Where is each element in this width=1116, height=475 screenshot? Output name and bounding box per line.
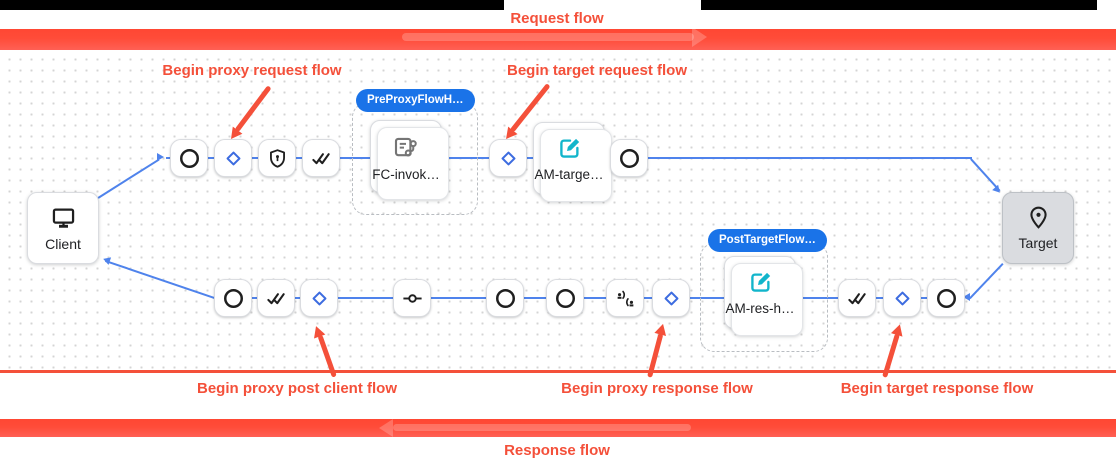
step-node-response-diamond[interactable] [883, 279, 921, 317]
request-flow-label: Request flow [510, 10, 604, 27]
step-node-response-diamond[interactable] [652, 279, 690, 317]
policy-card-label: AM-targe… [534, 167, 604, 182]
annotation-label: Begin target response flow [840, 380, 1034, 397]
connector-line [220, 297, 964, 299]
target-label: Target [1018, 235, 1058, 251]
response-bar-arrow [393, 424, 691, 431]
policy-card-label: FC-invok… [372, 166, 440, 182]
circle-icon [178, 147, 201, 170]
circle-icon [618, 147, 641, 170]
diamond-icon [498, 148, 519, 169]
response-flow-label: Response flow [504, 442, 610, 459]
pin-icon [1026, 205, 1051, 230]
flow-canvas [0, 50, 1116, 370]
monitor-icon [50, 204, 77, 231]
edit-icon [747, 269, 774, 296]
step-node-request-double-check[interactable] [302, 139, 340, 177]
step-node-request-shield[interactable] [258, 139, 296, 177]
request-bar-arrowhead-icon [692, 27, 707, 47]
circle-icon [554, 287, 577, 310]
client-node[interactable]: Client [27, 192, 99, 264]
connector-arrowhead-icon [157, 153, 164, 162]
request-flow-label-box [504, 0, 701, 29]
step-node-response-diamond[interactable] [300, 279, 338, 317]
response-bar-arrowhead-icon [379, 419, 393, 437]
response-flow-bar [0, 419, 1116, 437]
canvas-bottom-red-line [0, 370, 1116, 373]
double-check-icon [846, 287, 869, 310]
dash-circle-icon [401, 287, 424, 310]
step-node-request-diamond[interactable] [214, 139, 252, 177]
policy-card-fc-invok-[interactable]: FC-invok… [370, 120, 449, 200]
step-node-response-signal[interactable] [606, 279, 644, 317]
step-node-response-circle[interactable] [546, 279, 584, 317]
diamond-icon [309, 288, 330, 309]
circle-icon [222, 287, 245, 310]
request-bar-arrow [402, 33, 694, 41]
card-stack-echo [377, 127, 449, 200]
policy-card-am-res-h-[interactable]: AM-res-h… [724, 256, 803, 336]
request-flow-bar [0, 29, 1116, 50]
edit-icon [556, 135, 583, 162]
step-node-response-circle[interactable] [486, 279, 524, 317]
policy-card-am-targe-[interactable]: AM-targe… [533, 122, 612, 202]
step-node-response-double-check[interactable] [257, 279, 295, 317]
step-node-response-circle[interactable] [214, 279, 252, 317]
step-node-response-circle[interactable] [927, 279, 965, 317]
step-node-response-double-check[interactable] [838, 279, 876, 317]
step-node-request-circle[interactable] [610, 139, 648, 177]
annotation-label: Begin target request flow [506, 62, 688, 79]
double-check-icon [310, 147, 333, 170]
flow-group-badge[interactable]: PostTargetFlow… [708, 229, 827, 252]
shield-icon [267, 148, 288, 169]
diamond-icon [892, 288, 913, 309]
double-check-icon [265, 287, 288, 310]
client-label: Client [45, 236, 81, 252]
policy-card-label: AM-res-h… [725, 301, 795, 316]
step-node-response-dash-circle[interactable] [393, 279, 431, 317]
step-node-request-diamond[interactable] [489, 139, 527, 177]
diamond-icon [223, 148, 244, 169]
circle-icon [935, 287, 958, 310]
diamond-icon [661, 288, 682, 309]
step-node-request-circle[interactable] [170, 139, 208, 177]
target-node[interactable]: Target [1002, 192, 1074, 264]
flow-group-badge[interactable]: PreProxyFlowH… [356, 89, 475, 112]
flow-callout-icon [391, 132, 421, 162]
circle-icon [494, 287, 517, 310]
signal-icon [615, 288, 636, 309]
annotation-label: Begin proxy response flow [561, 380, 753, 397]
annotation-label: Begin proxy request flow [162, 62, 342, 79]
annotation-label: Begin proxy post client flow [196, 380, 398, 397]
